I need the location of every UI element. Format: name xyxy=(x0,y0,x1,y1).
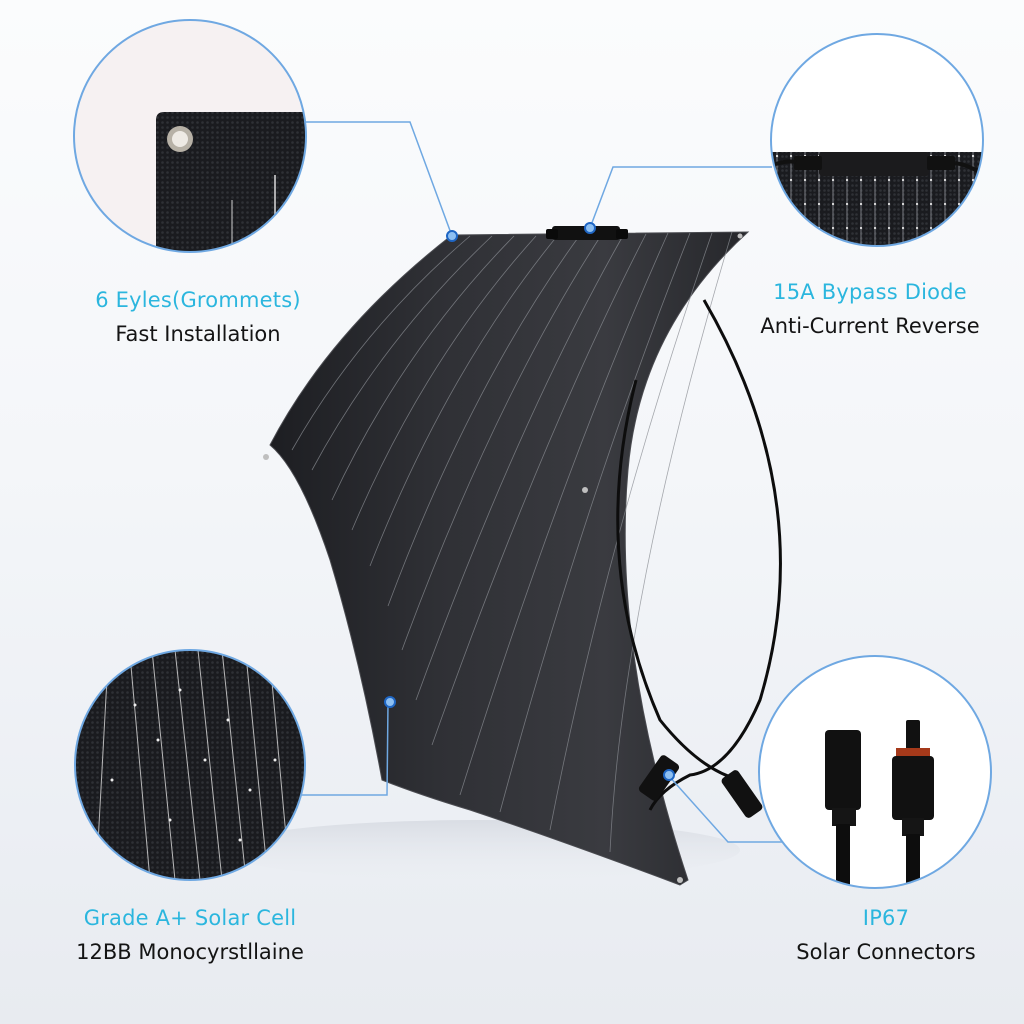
grommet-icon xyxy=(263,454,269,460)
callout-lines xyxy=(296,121,795,843)
callout-title: Grade A+ Solar Cell xyxy=(83,906,297,930)
callout-solar-cell: Grade A+ Solar Cell 12BB Monocyrstllaine xyxy=(52,904,328,966)
callout-subtitle: Solar Connectors xyxy=(796,940,976,964)
grommet-icon xyxy=(582,487,588,493)
mc4-connector-closeup-icon xyxy=(758,655,992,889)
callout-title: 15A Bypass Diode xyxy=(773,280,967,304)
grommet-icon xyxy=(677,877,683,883)
callout-title: 6 Eyles(Grommets) xyxy=(95,288,301,312)
solar-cell-closeup-icon xyxy=(74,649,306,881)
grommet-icon xyxy=(737,233,743,239)
callout-subtitle: 12BB Monocyrstllaine xyxy=(76,940,304,964)
callout-connectors: IP67 Solar Connectors xyxy=(770,904,1002,966)
callout-title: IP67 xyxy=(862,906,910,930)
callout-subtitle: Anti-Current Reverse xyxy=(760,314,980,338)
grommet-closeup-icon xyxy=(73,19,307,253)
junction-box xyxy=(552,226,620,240)
cables xyxy=(616,299,782,811)
solar-panel xyxy=(263,226,750,886)
junction-box-closeup-icon xyxy=(770,33,984,247)
callout-subtitle: Fast Installation xyxy=(115,322,281,346)
callout-grommets: 6 Eyles(Grommets) Fast Installation xyxy=(68,286,328,348)
callout-dots xyxy=(384,222,675,781)
callout-diode: 15A Bypass Diode Anti-Current Reverse xyxy=(735,278,1005,340)
mc4-connector-small xyxy=(638,755,763,818)
